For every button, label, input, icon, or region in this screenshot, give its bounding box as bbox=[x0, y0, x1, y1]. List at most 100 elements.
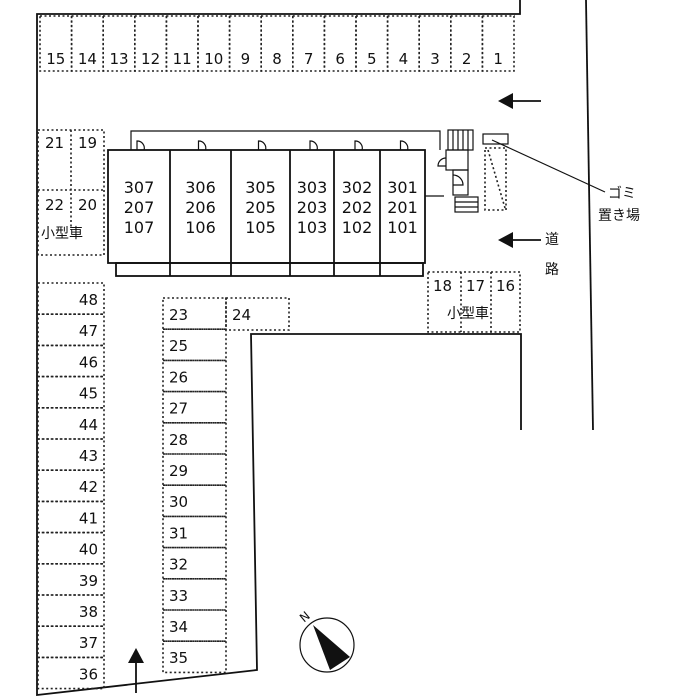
space-20: 20 bbox=[78, 196, 97, 214]
parking-space: 42 bbox=[37, 469, 105, 503]
space-number: 45 bbox=[79, 385, 98, 403]
space-number: 6 bbox=[335, 50, 345, 68]
parking-space: 28 bbox=[162, 421, 227, 455]
parking-space: 46 bbox=[37, 344, 105, 378]
space-number: 43 bbox=[79, 447, 98, 465]
parking-space: 13 bbox=[102, 15, 136, 72]
road-edge-line bbox=[585, 0, 594, 431]
space-number: 38 bbox=[79, 603, 98, 621]
parking-space: 15 bbox=[39, 15, 73, 72]
compass-north-label: N bbox=[297, 609, 313, 625]
parking-space: 32 bbox=[162, 546, 227, 580]
parking-space: 40 bbox=[37, 531, 105, 565]
parking-space: 12 bbox=[134, 15, 168, 72]
entrance-arrow-icon bbox=[498, 232, 541, 248]
unit-number: 103 bbox=[297, 218, 328, 237]
space-number: 10 bbox=[204, 50, 223, 68]
parking-space: 39 bbox=[37, 562, 105, 596]
garbage-label-line1: ゴミ bbox=[608, 185, 636, 202]
space-number: 12 bbox=[141, 50, 160, 68]
parking-space: 23 bbox=[162, 297, 227, 331]
parking-space: 4 bbox=[386, 15, 421, 72]
parking-space: 31 bbox=[162, 515, 227, 549]
space-number: 47 bbox=[79, 322, 98, 340]
door-icon bbox=[197, 140, 207, 151]
entrance-arrow-icon bbox=[498, 93, 541, 109]
space-number: 7 bbox=[304, 50, 314, 68]
parking-space: 2 bbox=[449, 15, 484, 72]
space-number: 35 bbox=[169, 649, 188, 667]
unit-number: 207 bbox=[124, 198, 155, 217]
space-number: 31 bbox=[169, 524, 188, 542]
space-number: 5 bbox=[367, 50, 377, 68]
space-number: 28 bbox=[169, 431, 188, 449]
space-number: 1 bbox=[493, 50, 503, 68]
space-number: 8 bbox=[272, 50, 282, 68]
space-number: 26 bbox=[169, 368, 188, 386]
unit-number: 102 bbox=[342, 218, 373, 237]
road-label-2: 路 bbox=[545, 262, 559, 278]
space-number: 36 bbox=[79, 665, 98, 683]
parking-space: 36 bbox=[37, 656, 105, 690]
space-19: 19 bbox=[78, 134, 97, 152]
left-compact-parking: 21 19 22 20 小型車 bbox=[37, 129, 105, 256]
space-number: 13 bbox=[109, 50, 128, 68]
space-number: 25 bbox=[169, 337, 188, 355]
parking-space: 38 bbox=[37, 594, 105, 628]
svg-text:24: 24 bbox=[232, 306, 251, 324]
space-number: 4 bbox=[399, 50, 409, 68]
parking-space-24: 24 bbox=[225, 297, 290, 331]
unit-number: 203 bbox=[297, 198, 328, 217]
space-18: 18 bbox=[433, 277, 452, 295]
staircase bbox=[425, 129, 479, 213]
door-icon bbox=[354, 140, 363, 151]
unit-number: 206 bbox=[185, 198, 216, 217]
unit-number: 202 bbox=[342, 198, 373, 217]
parking-space: 7 bbox=[291, 15, 326, 72]
parking-space: 26 bbox=[162, 359, 227, 393]
space-number: 41 bbox=[79, 509, 98, 527]
space-number: 29 bbox=[169, 462, 188, 480]
unit-number: 306 bbox=[185, 178, 216, 197]
parking-space: 30 bbox=[162, 484, 227, 518]
space-number: 40 bbox=[79, 541, 98, 559]
space-number: 14 bbox=[78, 50, 97, 68]
space-21: 21 bbox=[45, 134, 64, 152]
unit-number: 106 bbox=[185, 218, 216, 237]
parking-space: 43 bbox=[37, 438, 105, 472]
space-number: 15 bbox=[46, 50, 65, 68]
space-17: 17 bbox=[466, 277, 485, 295]
unit-number: 107 bbox=[124, 218, 155, 237]
garbage-box bbox=[482, 133, 509, 145]
space-number: 44 bbox=[79, 416, 98, 434]
space-number: 27 bbox=[169, 400, 188, 418]
unit-number: 201 bbox=[387, 198, 418, 217]
garbage-area: ゴミ 置き場 bbox=[482, 133, 640, 224]
parking-space: 14 bbox=[70, 15, 104, 72]
parking-space: 44 bbox=[37, 406, 105, 440]
space-number: 33 bbox=[169, 587, 188, 605]
space-number: 11 bbox=[173, 50, 192, 68]
parking-space: 10 bbox=[197, 15, 231, 72]
parking-space: 47 bbox=[37, 313, 105, 347]
parking-space: 27 bbox=[162, 390, 227, 424]
unit-number: 305 bbox=[245, 178, 276, 197]
entrance-arrow-icon bbox=[128, 648, 144, 693]
middle-column-parking: 23 25 26 27 28 29 30 31 32 33 34 35 bbox=[162, 297, 227, 674]
parking-space: 6 bbox=[323, 15, 357, 72]
door-icon bbox=[136, 140, 145, 151]
parking-space: 41 bbox=[37, 500, 105, 534]
parking-space: 34 bbox=[162, 609, 227, 643]
unit-number: 105 bbox=[245, 218, 276, 237]
north-compass-icon: N bbox=[297, 609, 355, 673]
parking-space: 8 bbox=[260, 15, 294, 72]
space-number: 42 bbox=[79, 478, 98, 496]
